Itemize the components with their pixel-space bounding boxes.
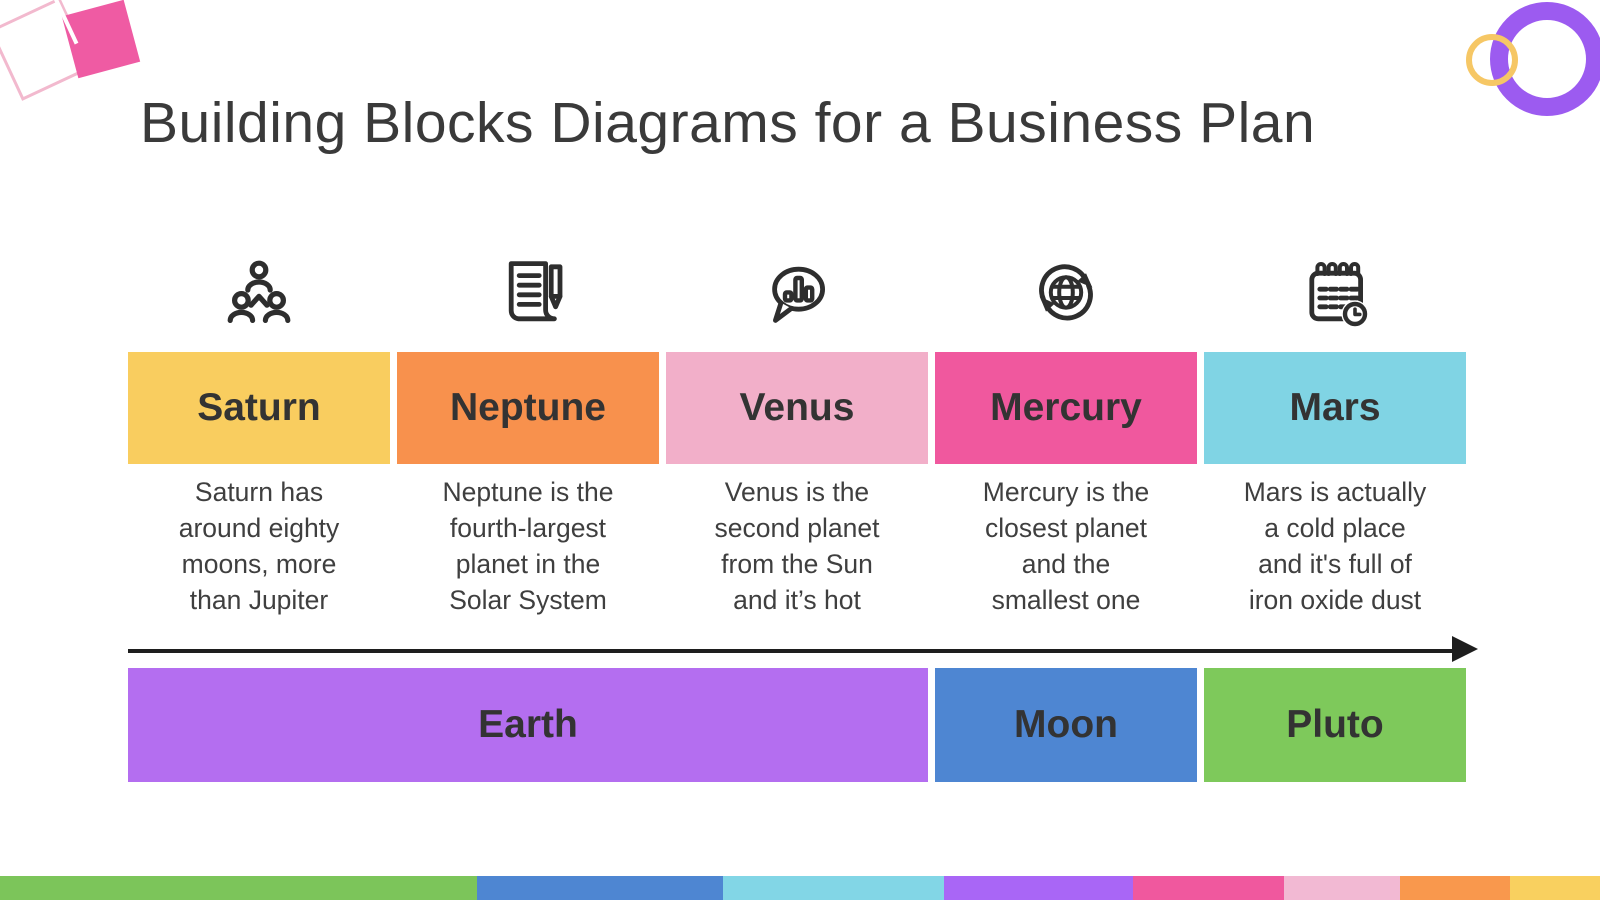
block-label: Moon <box>1014 703 1118 746</box>
page-title: Building Blocks Diagrams for a Business … <box>140 91 1316 155</box>
stripe-segment <box>1400 876 1510 900</box>
block-pluto: Pluto <box>1204 668 1466 782</box>
people-hierarchy-icon <box>128 250 390 338</box>
block-mars: Mars <box>1204 352 1466 464</box>
description-mars: Mars is actually a cold place and it's f… <box>1243 477 1427 615</box>
description-venus: Venus is the second planet from the Sun … <box>714 477 880 615</box>
block-label: Mercury <box>990 386 1142 429</box>
description-mercury: Mercury is the closest planet and the sm… <box>982 477 1150 615</box>
description-saturn: Saturn has around eighty moons, more tha… <box>178 477 340 615</box>
block-label: Venus <box>739 386 855 429</box>
block-label: Earth <box>478 703 578 746</box>
block-venus: Venus <box>666 352 928 464</box>
globe-sync-icon <box>935 250 1197 338</box>
timeline-arrowhead <box>1452 636 1478 662</box>
document-pencil-icon <box>397 250 659 338</box>
footer-stripe <box>0 876 1600 900</box>
block-moon: Moon <box>935 668 1197 782</box>
stripe-segment <box>1510 876 1600 900</box>
block-mercury: Mercury <box>935 352 1197 464</box>
block-label: Neptune <box>450 386 606 429</box>
block-label: Pluto <box>1286 703 1384 746</box>
block-label: Saturn <box>197 386 321 429</box>
chat-chart-icon <box>666 250 928 338</box>
stripe-segment <box>477 876 723 900</box>
stripe-segment <box>1284 876 1400 900</box>
description-neptune: Neptune is the fourth-largest planet in … <box>442 477 614 615</box>
stripe-segment <box>944 876 1133 900</box>
calendar-clock-icon <box>1204 250 1466 338</box>
stripe-segment <box>0 876 477 900</box>
block-label: Mars <box>1289 386 1381 429</box>
block-earth: Earth <box>128 668 928 782</box>
stripe-segment <box>1133 876 1284 900</box>
block-saturn: Saturn <box>128 352 390 464</box>
stripe-segment <box>723 876 944 900</box>
block-neptune: Neptune <box>397 352 659 464</box>
timeline-arrow <box>128 649 1458 653</box>
yellow-ring-decoration <box>1466 34 1518 86</box>
